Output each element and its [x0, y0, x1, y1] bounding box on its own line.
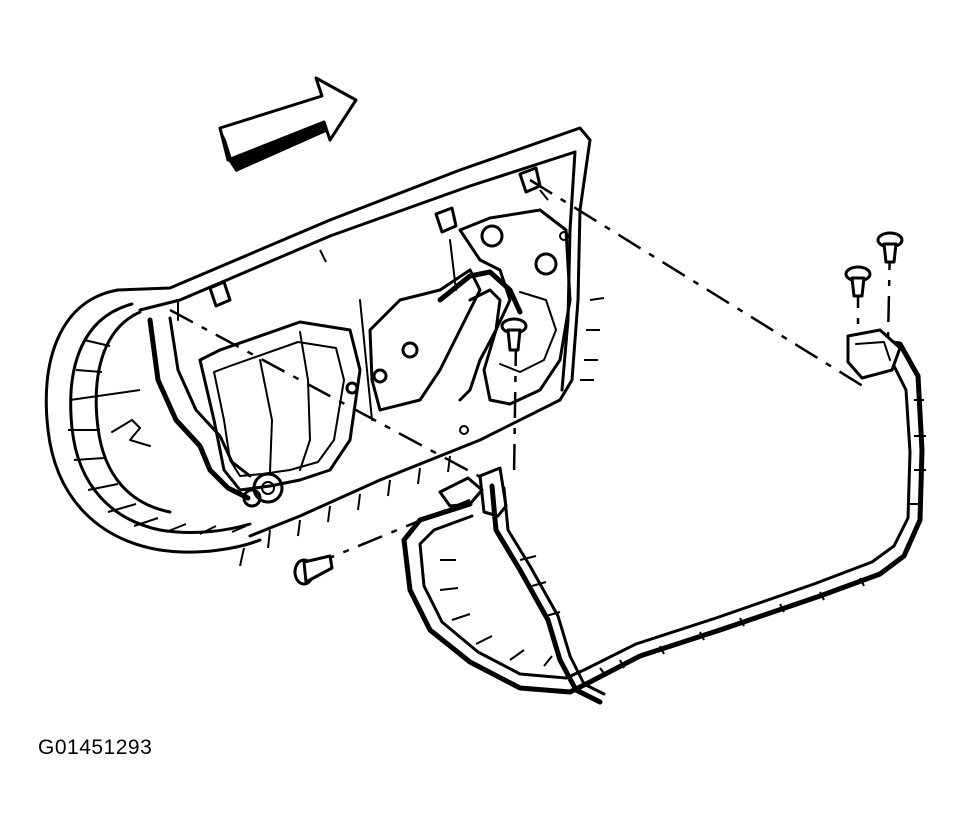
- weatherstrip-seal: [401, 328, 926, 705]
- inner-panel: [147, 166, 572, 518]
- push-pin-right-2: [876, 231, 904, 264]
- push-pin-right-1: [844, 265, 872, 298]
- leader-lines: [169, 178, 892, 568]
- push-pin-center: [500, 317, 528, 352]
- push-pin-bottom-left: [293, 554, 334, 586]
- push-pin-icon: [293, 231, 904, 586]
- forward-arrow-icon: [218, 76, 358, 172]
- figure-id-label: G01451293: [38, 736, 153, 759]
